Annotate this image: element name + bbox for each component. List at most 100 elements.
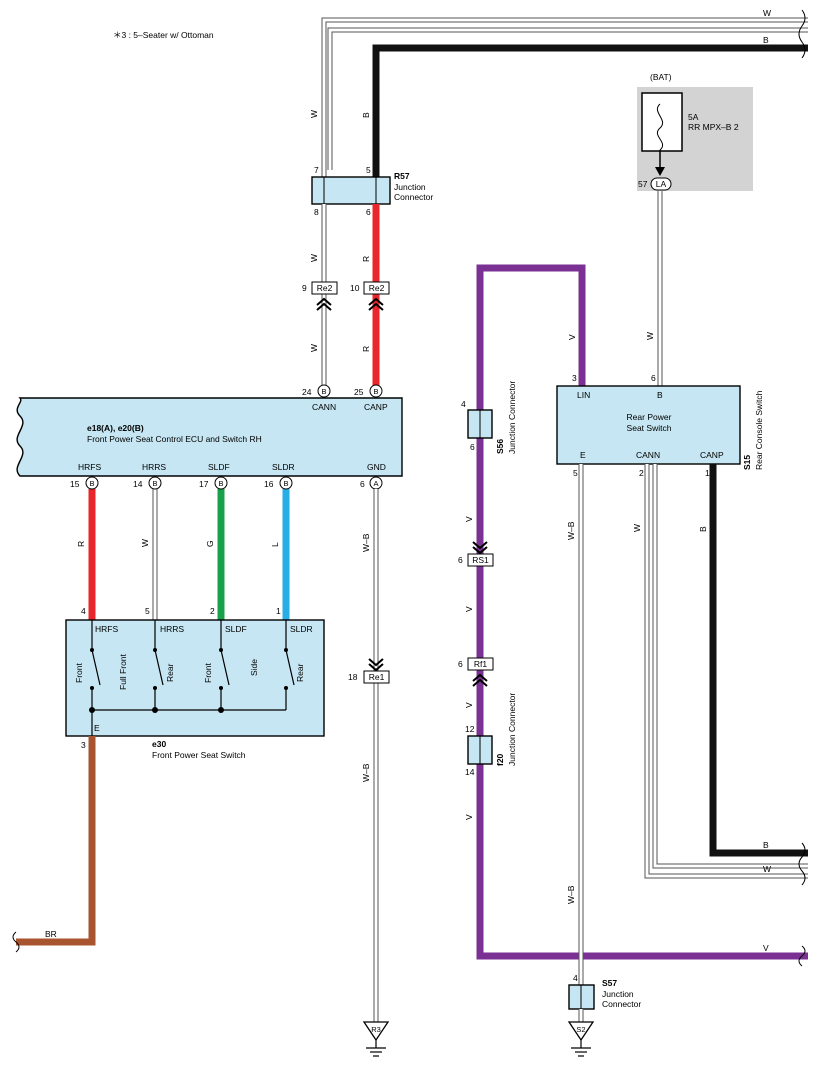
r3-ground-triangle — [362, 1021, 390, 1042]
ecu-term-cann: CANN — [312, 402, 336, 412]
ecu-pin-24: 24 — [302, 387, 312, 397]
f20-id: f20 — [495, 753, 505, 766]
s15-term-e: E — [580, 450, 586, 460]
e30-switch-label-fullfront: Full Front — [118, 653, 128, 690]
s15-term-cann: CANN — [636, 450, 660, 460]
wire-label-wb-1: W–B — [361, 533, 371, 552]
s57-pin: 4 — [573, 973, 578, 983]
e30-pin-5: 5 — [145, 606, 150, 616]
fuse-pin: 57 — [638, 179, 648, 189]
wire-br — [16, 736, 96, 946]
s57-name2: Connector — [602, 999, 641, 1009]
fuse-arrow — [655, 167, 665, 176]
s15-pin-6: 6 — [651, 373, 656, 383]
fuse-box — [641, 92, 683, 152]
e30-switch-network — [91, 620, 295, 736]
e30-term-sldf: SLDF — [225, 624, 247, 634]
wire-w-cann-s15 — [644, 464, 808, 879]
ecu-term-gnd: GND — [367, 462, 386, 472]
wire-break-br — [12, 931, 20, 953]
ecu-conn-24 — [317, 384, 331, 398]
r57-name1: Junction — [394, 182, 426, 192]
rs1-label: RS1 — [472, 555, 489, 565]
re2-chevron-right — [368, 297, 384, 311]
re1-chevron — [368, 658, 384, 672]
ecu-term-canp: CANP — [364, 402, 388, 412]
fuse-rating: 5A — [688, 112, 699, 122]
fuse-name: RR MPX–B 2 — [688, 122, 739, 132]
ecu-conn-16-label: B — [283, 479, 288, 488]
e30-pin-1: 1 — [276, 606, 281, 616]
e30-switch-label-front1: Front — [74, 663, 84, 683]
re1-connector — [363, 670, 390, 684]
e30-term-hrfs: HRFS — [95, 624, 118, 634]
wire-label-b-1: B — [361, 112, 371, 118]
e30-switch-label-front2: Front — [203, 663, 213, 683]
ecu-conn-16 — [279, 476, 293, 490]
note-text: ＊3 : 5–Seater w/ Ottoman — [113, 30, 214, 40]
rf1-connector — [467, 657, 494, 671]
s15-pin-5: 5 — [573, 468, 578, 478]
wire-label-wb-4: W–B — [566, 885, 576, 904]
wire-b-canp-s15 — [709, 464, 808, 857]
wire-label-wb-2: W–B — [361, 763, 371, 782]
rf1-pin: 6 — [458, 659, 463, 669]
wire-label-v-2: V — [464, 516, 474, 522]
wire-v — [476, 264, 808, 960]
ecu-conn-25 — [369, 384, 383, 398]
ecu-term-hrfs: HRFS — [78, 462, 101, 472]
e30-pin-2: 2 — [210, 606, 215, 616]
s15-term-lin: LIN — [577, 390, 590, 400]
r3-label: R3 — [371, 1025, 381, 1034]
wire-label-wb-3: W–B — [566, 521, 576, 540]
ecu-conn-17-label: B — [218, 479, 223, 488]
ecu-pin-15: 15 — [70, 479, 80, 489]
s2-ground-icon — [571, 1040, 591, 1057]
s15-pin-3: 3 — [572, 373, 577, 383]
wire-label-v-bottom: V — [763, 943, 769, 953]
ecu-pin-17: 17 — [199, 479, 209, 489]
wire-label-b-top: B — [763, 35, 769, 45]
e30-name: Front Power Seat Switch — [152, 750, 246, 760]
rs1-chevron — [472, 541, 488, 555]
wire-break-v — [798, 945, 806, 967]
s15-pin-2: 2 — [639, 468, 644, 478]
wire-label-r-hrfs: R — [76, 541, 86, 547]
re2-label-left: Re2 — [317, 283, 333, 293]
s15-inner2: Seat Switch — [627, 423, 672, 433]
f20-name: Junction Connector — [507, 693, 517, 766]
re1-label: Re1 — [369, 672, 385, 682]
ecu-pin-16: 16 — [264, 479, 274, 489]
rf1-label: Rf1 — [474, 659, 488, 669]
wire-label-v-4: V — [464, 702, 474, 708]
s56-name: Junction Connector — [507, 381, 517, 454]
ecu-term-hrrs: HRRS — [142, 462, 166, 472]
s15-pin-1: 1 — [705, 468, 710, 478]
wire-label-w-top: W — [763, 8, 771, 18]
r57-pin-5: 5 — [366, 165, 371, 175]
ecu-conn-14-label: B — [152, 479, 157, 488]
wire-label-v-1: V — [567, 334, 577, 340]
s15-id: S15 — [742, 455, 752, 470]
wire-w-cann-s15-inner — [652, 464, 808, 869]
s15-name: Rear Console Switch — [754, 390, 764, 470]
e30-id: e30 — [152, 739, 166, 749]
ecu-pin-14: 14 — [133, 479, 143, 489]
ecu-conn-17 — [214, 476, 228, 490]
ecu-conn-15-label: B — [89, 479, 94, 488]
r57-name2: Connector — [394, 192, 433, 202]
wire-label-br: BR — [45, 929, 57, 939]
e30-pin-3: 3 — [81, 740, 86, 750]
r57-pin-8: 8 — [314, 207, 319, 217]
wire-label-r-2: R — [361, 346, 371, 352]
re2-label-right: Re2 — [369, 283, 385, 293]
wire-label-w-3: W — [309, 344, 319, 352]
s56-id: S56 — [495, 439, 505, 454]
ecu-pin-25: 25 — [354, 387, 364, 397]
ecu-box — [16, 397, 403, 477]
rs1-connector — [467, 553, 494, 567]
ecu-conn-14 — [148, 476, 162, 490]
e30-switch-dots — [89, 648, 288, 713]
ecu-id: e18(A), e20(B) — [87, 423, 144, 433]
e30-switch-label-side: Side — [249, 659, 259, 676]
